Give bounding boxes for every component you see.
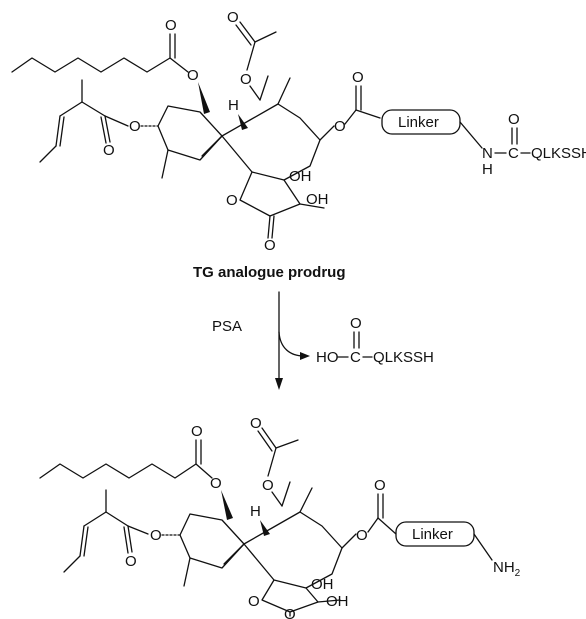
hydrogen-label: H [228,97,239,114]
byproduct-carbon: C [350,349,361,366]
peptide-label: QLKSSH [531,145,586,162]
amide-hydrogen-label: H [482,161,493,178]
ester-oxygen-label: O [227,9,239,26]
enzyme-label: PSA [212,318,242,335]
ester-oxygen-label: O [210,475,222,492]
reaction-arrow [275,291,310,390]
byproduct-peptide: QLKSSH [373,349,434,366]
amine-label: NH2 [493,559,521,579]
prodrug-structure: O O O O H O O O [11,9,586,254]
ester-oxygen-label: O [250,415,262,432]
hydroxyl-label: OH [289,168,312,185]
ester-oxygen-label: O [356,527,368,544]
carbonyl-oxygen-label: O [508,111,520,128]
ester-oxygen-label: O [240,71,252,88]
ester-oxygen-label: O [103,142,115,159]
hydrogen-label: H [250,503,261,520]
ester-oxygen-label: O [334,118,346,135]
linker-label: Linker [398,114,439,131]
hydroxyl-label: OH [306,191,329,208]
ester-oxygen-label: O [129,118,141,135]
linker-label: Linker [412,526,453,543]
ester-oxygen-label: O [374,477,386,494]
hydroxyl-label: OH [326,593,349,610]
lactone-oxygen-label: O [226,192,238,209]
lactone-oxygen-label: O [264,237,276,254]
amide-nitrogen-label: N [482,145,493,162]
ester-oxygen-label: O [125,553,137,570]
lactone-oxygen-label: O [284,606,296,619]
prodrug-title: TG analogue prodrug [193,264,346,281]
byproduct-prefix: HO [316,349,339,366]
ester-oxygen-label: O [262,477,274,494]
byproduct-oxygen: O [350,315,362,332]
ester-oxygen-label: O [352,69,364,86]
ester-oxygen-label: O [165,17,177,34]
ester-oxygen-label: O [150,527,162,544]
ester-oxygen-label: O [187,67,199,84]
ester-oxygen-label: O [191,423,203,440]
carbonyl-carbon-label: C [508,145,519,162]
hydroxyl-label: OH [311,576,334,593]
lactone-oxygen-label: O [248,593,260,610]
product-structure: O O O O H O O O O [39,415,521,619]
